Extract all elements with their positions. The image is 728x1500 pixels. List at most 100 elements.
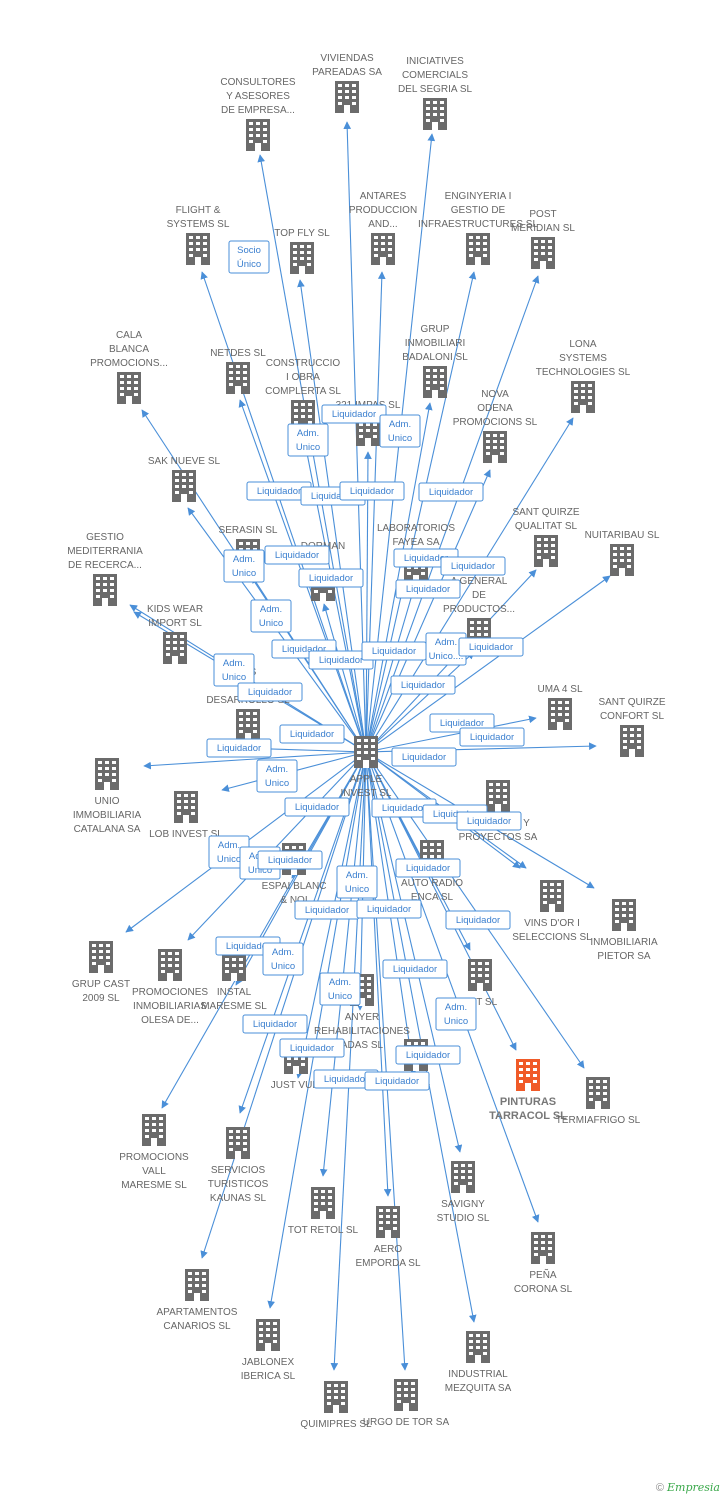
node-justvuit[interactable]: JUST VUIT — [271, 1042, 321, 1091]
role-badge[interactable]: Adm.Unico — [223, 549, 265, 583]
node-label: PROMOCIONES — [132, 987, 208, 998]
role-badge[interactable]: Liquidador — [339, 481, 405, 501]
role-badge[interactable]: Adm.Unico — [435, 997, 477, 1031]
role-badge[interactable]: Adm.Unico — [250, 599, 292, 633]
role-badge[interactable]: Liquidador — [206, 738, 272, 758]
role-badge[interactable]: Liquidador — [242, 1014, 308, 1034]
node-quimipres[interactable]: QUIMIPRES SL — [300, 1381, 372, 1430]
role-badge[interactable]: Adm.Unico — [287, 423, 329, 457]
role-badge[interactable]: Liquidador — [395, 858, 461, 878]
role-badge[interactable]: Liquidador — [458, 637, 524, 657]
role-badge[interactable]: Liquidador — [395, 579, 461, 599]
role-badge[interactable]: Adm.Unico — [336, 865, 378, 899]
node-totretol[interactable]: TOT RETOL SL — [288, 1187, 359, 1236]
role-badge[interactable]: Liquidador — [440, 556, 506, 576]
role-badge[interactable]: Liquidador — [298, 568, 364, 588]
node-uma[interactable]: UMA 4 SL — [537, 684, 583, 730]
node-lob[interactable]: LOB INVEST SL — [149, 791, 223, 840]
node-label: LOB INVEST SL — [149, 829, 223, 840]
node-antares[interactable]: ANTARESPRODUCCIONAND... — [349, 191, 417, 265]
node-termiafrigo[interactable]: TERMIAFRIGO SL — [556, 1077, 641, 1126]
node-label: SERVICIOS — [211, 1165, 266, 1176]
role-badge[interactable]: Adm.Unico — [213, 653, 255, 687]
role-badge[interactable]: Liquidador — [391, 747, 457, 767]
role-badge[interactable]: Liquidador — [284, 797, 350, 817]
node-espai[interactable]: ESPAI BLANC& NOI — [262, 843, 327, 906]
role-badge[interactable]: Liquidador — [456, 811, 522, 831]
role-badge[interactable]: Liquidador — [445, 910, 511, 930]
role-badge[interactable]: Adm.Unico — [379, 414, 421, 448]
node-topfly[interactable]: TOP FLY SL — [274, 228, 330, 274]
node-general[interactable]: A GENERALDEPRODUCTOS... — [443, 576, 515, 650]
role-badge[interactable]: Adm.Unico — [319, 972, 361, 1006]
badge-box — [364, 1071, 430, 1091]
node-nuitaribau[interactable]: NUITARIBAU SL — [585, 530, 660, 576]
node-flight[interactable]: FLIGHT &SYSTEMS SL — [167, 205, 230, 265]
role-badge[interactable]: Liquidador — [364, 1071, 430, 1091]
role-badge[interactable]: Liquidador — [279, 1038, 345, 1058]
role-badge[interactable]: Liquidador — [246, 481, 312, 501]
node-invest[interactable]: EST SL — [463, 959, 498, 1008]
building-icon — [376, 1206, 400, 1238]
role-badge[interactable]: Adm.Unico — [256, 759, 298, 793]
footer-brand[interactable]: © Empresia — [656, 1481, 720, 1494]
node-label: NETDES SL — [210, 348, 266, 359]
role-badge[interactable]: Liquidador — [395, 1045, 461, 1065]
role-badge[interactable]: Liquidador — [257, 850, 323, 870]
node-serasin[interactable]: SERASIN SL — [219, 525, 278, 571]
role-badge[interactable]: Liquidador — [418, 482, 484, 502]
node-cala[interactable]: CALABLANCAPROMOCIONS... — [90, 330, 168, 404]
role-badge[interactable]: Liquidador — [459, 727, 525, 747]
role-badge[interactable]: Liquidador — [279, 724, 345, 744]
badge-text: Liquidador — [406, 863, 450, 874]
node-sak[interactable]: SAK NUEVE SL — [148, 456, 221, 502]
role-badge[interactable]: Liquidador — [294, 900, 360, 920]
role-badge[interactable]: Adm.Unico — [262, 942, 304, 976]
badge-text: Liquidador — [309, 573, 353, 584]
role-badge[interactable]: Liquidador — [382, 959, 448, 979]
role-badge[interactable]: Liquidador — [264, 545, 330, 565]
node-netdes[interactable]: NETDES SL — [210, 348, 266, 394]
node-urgo[interactable]: URGO DE TOR SA — [363, 1379, 450, 1428]
role-badge[interactable]: Liquidador — [356, 899, 422, 919]
building-icon — [185, 1269, 209, 1301]
role-badge[interactable]: Liquidador — [361, 641, 427, 661]
role-badge[interactable]: Liquidador — [390, 675, 456, 695]
edge-pena — [365, 751, 540, 1223]
role-badge[interactable]: Liquidador — [321, 404, 387, 424]
role-badge[interactable]: Liquidador — [237, 682, 303, 702]
